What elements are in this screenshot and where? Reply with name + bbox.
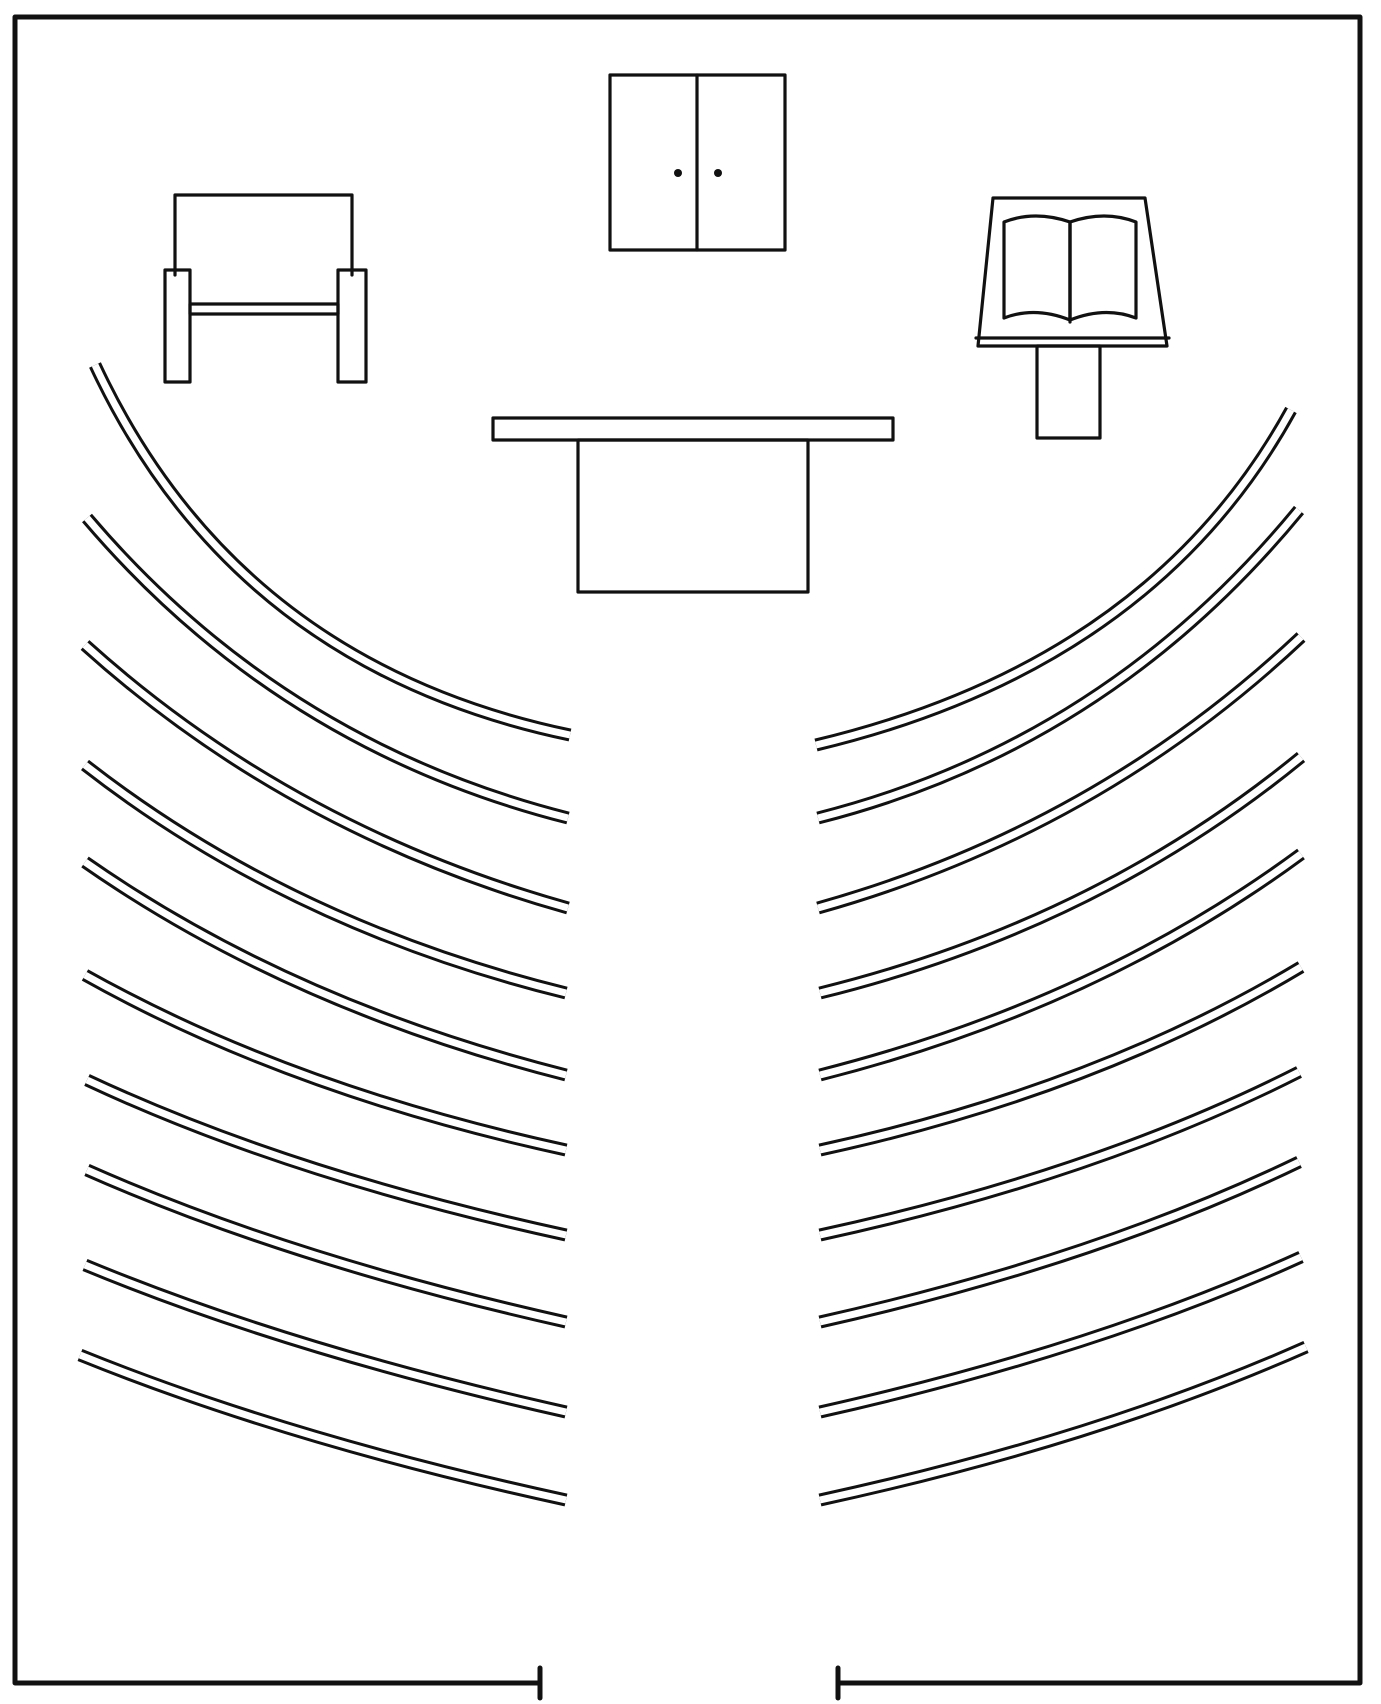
pews-left [77,362,572,1507]
pew-left-7-fill [85,1076,567,1239]
pew-left-10 [77,1348,568,1507]
tabernacle-knob-right [714,169,722,177]
pew-left-2-fill [84,515,569,822]
pew-left-2 [82,513,570,825]
pew-right-7 [818,1066,1302,1242]
open-book-icon [1002,214,1138,324]
pew-left-1-fill [91,363,571,739]
walls [12,14,1363,1701]
book-right-page [1068,214,1138,322]
ambo [974,196,1171,440]
pew-left-3 [80,640,570,915]
pew-right-7-fill [819,1068,1301,1239]
pew-left-10-fill [78,1351,567,1504]
pew-right-2 [816,505,1305,825]
pew-right-6-fill [819,963,1303,1154]
chair-leg-left [163,268,192,384]
pew-right-1 [814,406,1297,752]
pew-right-5-fill [819,851,1304,1079]
altar-base [576,438,810,594]
pew-right-9 [818,1251,1304,1419]
pew-left-9-fill [83,1261,567,1416]
presider-chair [163,193,368,384]
book-left-page [1002,214,1072,322]
pew-right-8-fill [819,1158,1301,1326]
tabernacle-knob-left [674,169,682,177]
ambo-top [976,196,1169,348]
pew-right-8 [818,1156,1302,1329]
pew-right-10 [818,1341,1309,1507]
pew-right-2-fill [817,507,1302,822]
pew-right-10-fill [819,1343,1308,1504]
pew-left-3-fill [82,642,569,912]
pew-right-3-fill [817,634,1304,912]
pew-left-4-fill [82,762,567,997]
ambo-post [1035,344,1102,440]
pew-left-5-fill [82,859,567,1079]
tabernacle [608,73,787,252]
pew-left-1 [89,362,572,742]
wall-outline [12,14,1363,1686]
pew-right-4-fill [819,754,1304,997]
altar [491,416,895,594]
pew-left-8-fill [85,1166,567,1326]
pew-right-3 [816,632,1306,915]
chair-crossbar [188,302,340,316]
pew-left-6-fill [83,971,567,1154]
altar-top [491,416,895,442]
chair-back [173,193,354,277]
pew-right-9-fill [819,1253,1303,1416]
pew-left-7 [84,1074,568,1242]
chair-leg-right [336,268,368,384]
pews-right [814,406,1309,1507]
pew-right-1-fill [815,408,1295,749]
